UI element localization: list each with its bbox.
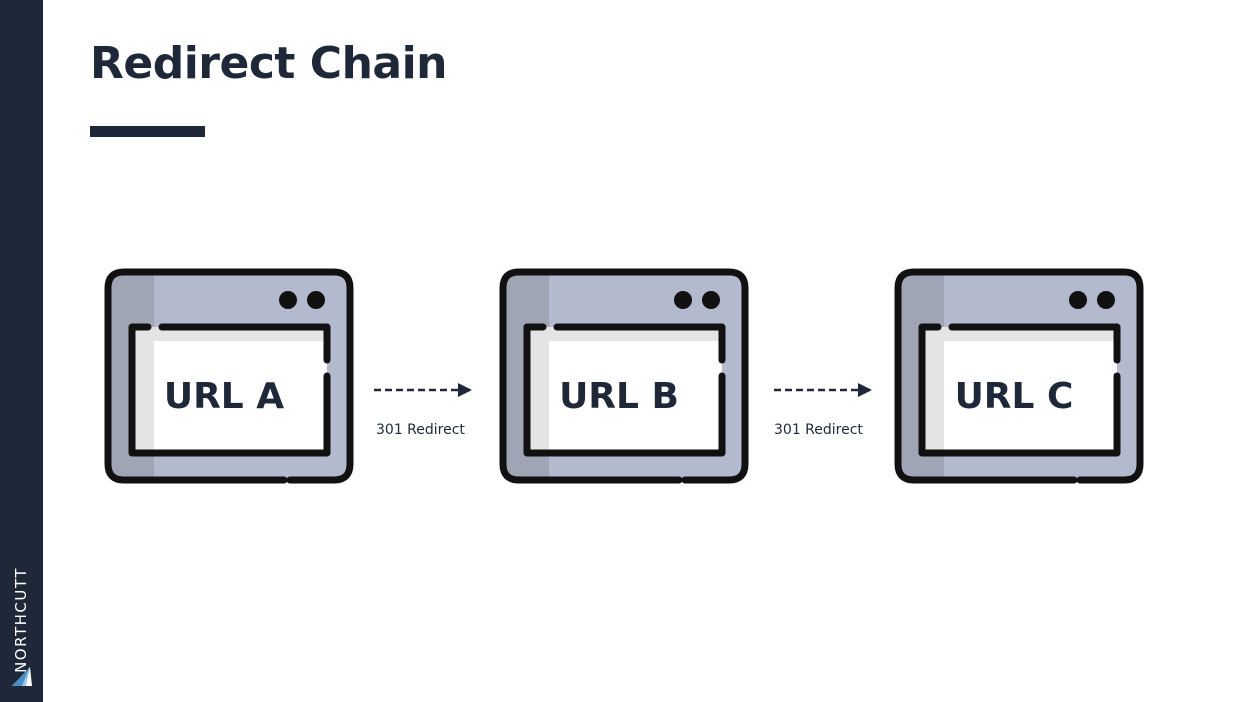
browser-window-icon [499,268,749,484]
node-label: URL B [559,376,679,417]
node-label: URL C [954,376,1074,417]
redirect-arrow [374,383,472,397]
title-underline [90,126,205,137]
redirect-arrow [774,383,872,397]
browser-window-icon [104,268,354,484]
northcutt-logo-icon [12,667,32,686]
slide-title: Redirect Chain [90,38,448,89]
node-label: URL A [163,376,285,417]
browser-window-url-b: URL B [499,268,749,484]
browser-window-url-c: URL C [894,268,1144,484]
browser-window-icon [894,268,1144,484]
edge-label: 301 Redirect [774,422,863,438]
browser-window-url-a: URL A [104,268,354,484]
brand-name: NORTHCUTT [12,567,30,673]
sidebar [0,0,43,702]
edge-label: 301 Redirect [376,422,465,438]
